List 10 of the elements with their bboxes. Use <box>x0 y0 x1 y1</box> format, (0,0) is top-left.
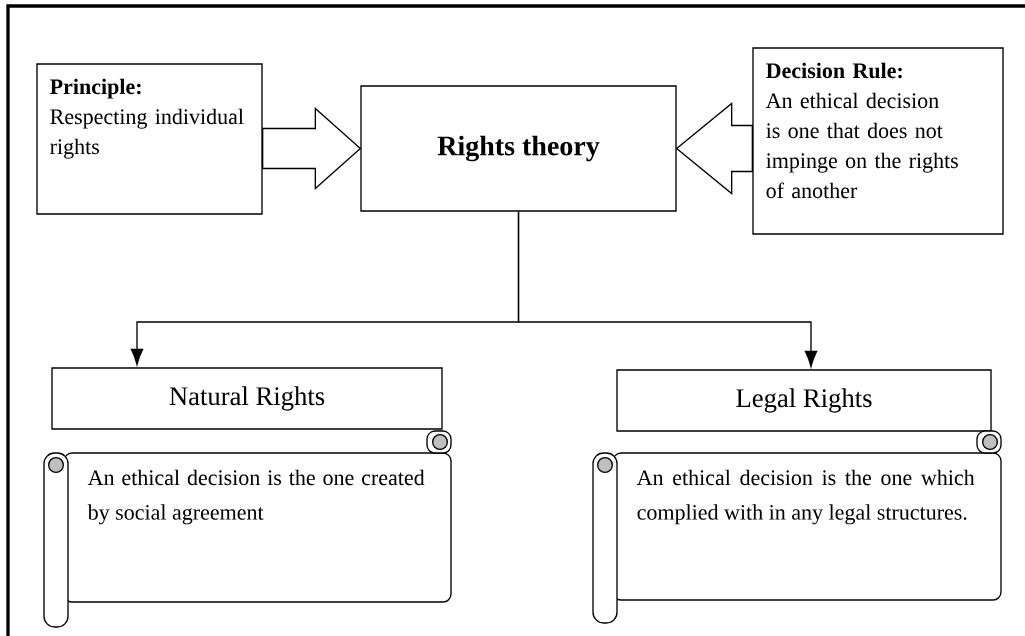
title-box: Rights theory <box>360 85 677 212</box>
scroll-box: An ethical decision is the one created by social agreement <box>43 430 452 628</box>
block-arrow <box>675 102 753 195</box>
connector-arrow <box>517 211 818 368</box>
text-box: Principle: Respecting individual rights <box>36 63 263 215</box>
block-arrow <box>262 107 362 190</box>
text-box: Decision Rule: An ethical decision is one that does not impinge on the rights of another <box>752 47 1004 235</box>
scroll-box: An ethical decision is the one which complied with in any legal structures. <box>592 430 1002 624</box>
heading-box: Legal Rights <box>616 369 992 432</box>
heading-box: Natural Rights <box>51 367 443 430</box>
